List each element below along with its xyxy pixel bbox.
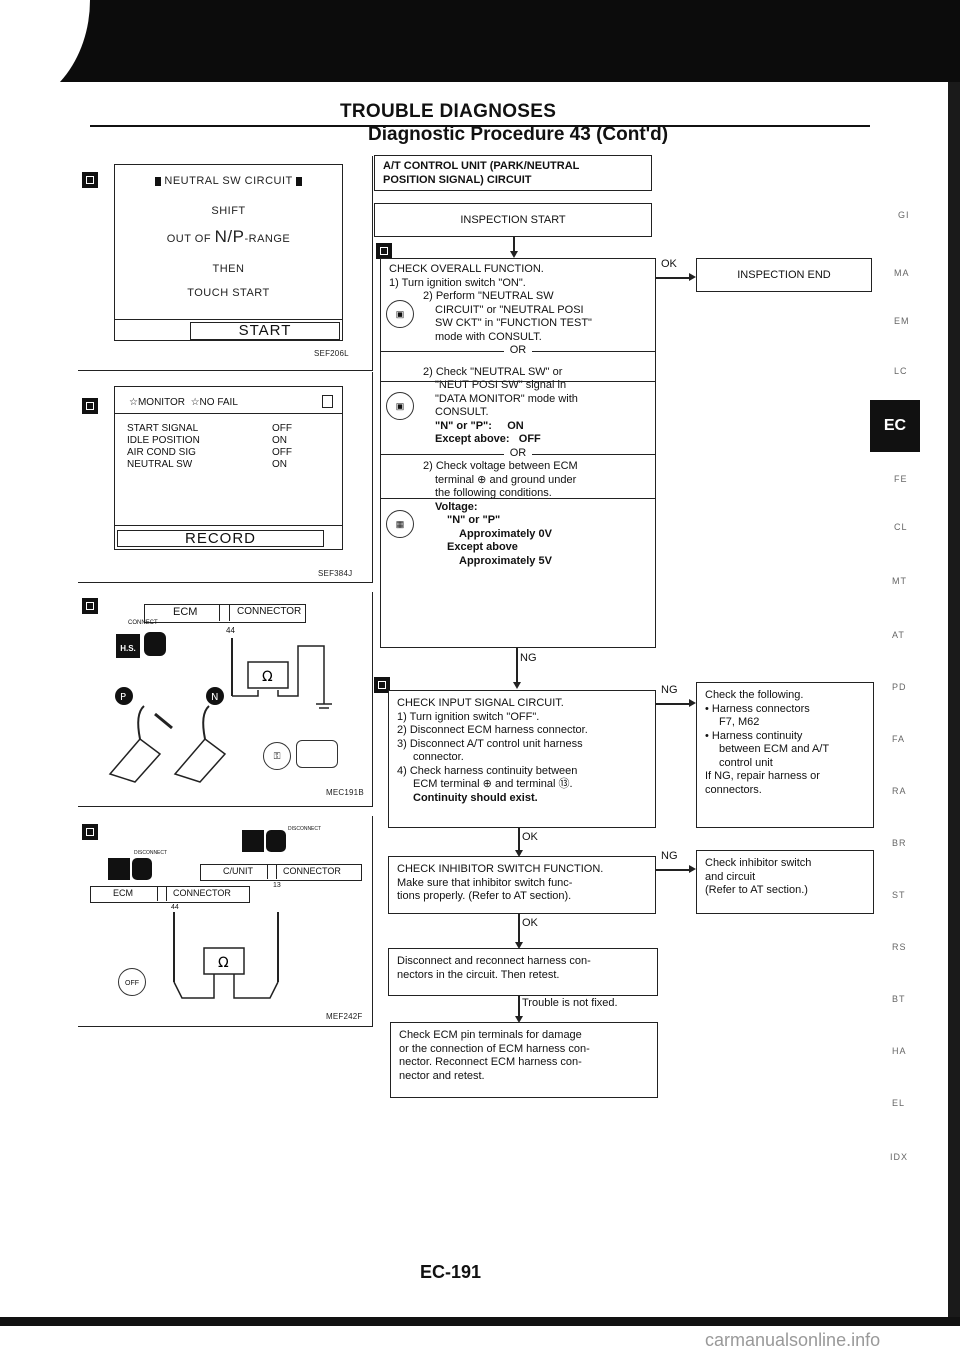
screen-line-outof: OUT OF N/P-RANGE	[166, 227, 291, 246]
disconnect-reconnect-box: Disconnect and reconnect harness con- ne…	[388, 948, 658, 996]
circuit-title-box: A/T CONTROL UNIT (PARK/NEUTRAL POSITION …	[374, 155, 652, 191]
bottom-scan-band	[0, 1317, 960, 1326]
monitor-header: ☆MONITOR ☆NO FAIL	[129, 397, 238, 408]
sidebar-item-fa[interactable]: FA	[892, 734, 906, 744]
svg-text:Ω: Ω	[218, 955, 229, 971]
meter-tag-icon	[374, 677, 390, 693]
watermark: carmanualsonline.info	[705, 1330, 881, 1350]
check-following-box: Check the following. • Harness connector…	[696, 682, 874, 828]
sidebar-item-st[interactable]: ST	[892, 890, 906, 900]
sidebar-item-el[interactable]: EL	[892, 1098, 906, 1108]
check-overall-box: CHECK OVERALL FUNCTION. 1) Turn ignition…	[380, 258, 656, 648]
page-subtitle: Diagnostic Procedure 43 (Cont'd)	[368, 124, 669, 145]
title-rule	[90, 125, 870, 127]
top-scan-band	[0, 0, 960, 82]
sidebar-item-ha[interactable]: HA	[892, 1046, 907, 1056]
sidebar-item-fe[interactable]: FE	[894, 474, 908, 484]
consult-tag-icon	[82, 398, 98, 414]
scroll-icon[interactable]	[322, 395, 333, 408]
svg-text:Ω: Ω	[262, 669, 273, 685]
figure-3-panel: ECM CONNECTOR 44 CONNECT H.S. Ω P N ⚿ ME…	[78, 592, 373, 807]
ok-label: OK	[661, 258, 677, 270]
sidebar-item-lc[interactable]: LC	[894, 366, 908, 376]
connector-icon	[132, 858, 152, 880]
ecm-connector-label: ECM CONNECTOR	[90, 886, 250, 903]
sidebar-item-em[interactable]: EM	[894, 316, 910, 326]
page-number: EC-191	[420, 1262, 482, 1282]
sidebar-item-gi[interactable]: GI	[898, 210, 910, 220]
consult-icon: ▣	[386, 392, 414, 420]
check-inhibitor-sw-box: Check inhibitor switch and circuit (Refe…	[696, 850, 874, 914]
right-scan-edge	[948, 82, 960, 1317]
inspection-end-box: INSPECTION END	[696, 258, 872, 292]
ok-label: OK	[522, 917, 538, 929]
ng-label: NG	[661, 684, 678, 696]
sidebar-item-rs[interactable]: RS	[892, 942, 907, 952]
check-ecm-box: Check ECM pin terminals for damage or th…	[390, 1022, 658, 1098]
check-input-box: CHECK INPUT SIGNAL CIRCUIT. 1) Turn igni…	[388, 690, 656, 828]
meter-circuit-icon: Ω	[231, 638, 332, 709]
connector-icon	[144, 632, 166, 656]
top-scan-corner	[0, 0, 90, 110]
ng-label: NG	[661, 850, 678, 862]
ok-label: OK	[522, 831, 538, 843]
sidebar-item-bt[interactable]: BT	[892, 994, 906, 1004]
meter-tag-icon	[82, 598, 98, 614]
figure-1-panel: NEUTRAL SW CIRCUIT SHIFT OUT OF N/P-RANG…	[78, 156, 373, 371]
sidebar-item-cl[interactable]: CL	[894, 522, 908, 532]
start-button[interactable]: START	[190, 322, 340, 340]
meter-tag-icon	[82, 824, 98, 840]
ignition-off-icon: ⚿	[263, 742, 291, 770]
inspection-start-box: INSPECTION START	[374, 203, 652, 237]
connector-icon	[266, 830, 286, 852]
figure-code: MEC191B	[326, 788, 364, 797]
consult-screen-neutral-sw: NEUTRAL SW CIRCUIT SHIFT OUT OF N/P-RANG…	[114, 164, 343, 341]
figure-code: SEF206L	[314, 349, 349, 358]
figure-4-panel: DISCONNECT DISCONNECT C/UNIT CONNECTOR E…	[78, 816, 373, 1027]
ignition-off-icon: OFF	[118, 968, 146, 996]
ng-label: NG	[520, 652, 537, 664]
hs-icon	[242, 830, 264, 852]
shift-lever-icon: P N	[108, 687, 227, 783]
hs-icon	[108, 858, 130, 880]
consult-tag-icon	[376, 243, 392, 259]
screen-line-shift: SHIFT	[211, 205, 246, 217]
sidebar-item-ma[interactable]: MA	[894, 268, 910, 278]
consult-icon: ▣	[386, 300, 414, 328]
ecm-connector-label: ECM CONNECTOR	[144, 604, 306, 623]
svg-text:N: N	[211, 692, 218, 703]
page-title: TROUBLE DIAGNOSES	[340, 101, 557, 122]
consult-tag-icon	[82, 172, 98, 188]
continuity-meter-icon: Ω	[173, 912, 279, 999]
screen-header: NEUTRAL SW CIRCUIT	[115, 175, 342, 187]
sidebar-item-at[interactable]: AT	[892, 630, 905, 640]
sidebar-item-ra[interactable]: RA	[892, 786, 907, 796]
figure-code: SEF384J	[318, 569, 353, 578]
screen-line-touch: TOUCH START	[187, 287, 270, 299]
svg-text:P: P	[120, 692, 126, 703]
cunit-connector-label: C/UNIT CONNECTOR	[200, 864, 362, 881]
voltmeter-icon: ▦	[386, 510, 414, 538]
ecm-unit-icon	[296, 740, 338, 768]
figure-code: MEF242F	[326, 1012, 363, 1021]
record-button[interactable]: RECORD	[117, 530, 324, 547]
sidebar-item-br[interactable]: BR	[892, 838, 907, 848]
sidebar-item-mt[interactable]: MT	[892, 576, 907, 586]
hs-icon: H.S.	[116, 634, 140, 658]
not-fixed-label: Trouble is not fixed.	[522, 997, 618, 1009]
sidebar-item-idx[interactable]: IDX	[890, 1152, 909, 1162]
sidebar-item-pd[interactable]: PD	[892, 682, 907, 692]
sidebar-item-ec-active[interactable]: EC	[870, 400, 920, 452]
check-inhibitor-box: CHECK INHIBITOR SWITCH FUNCTION. Make su…	[388, 856, 656, 914]
screen-line-then: THEN	[212, 263, 245, 275]
